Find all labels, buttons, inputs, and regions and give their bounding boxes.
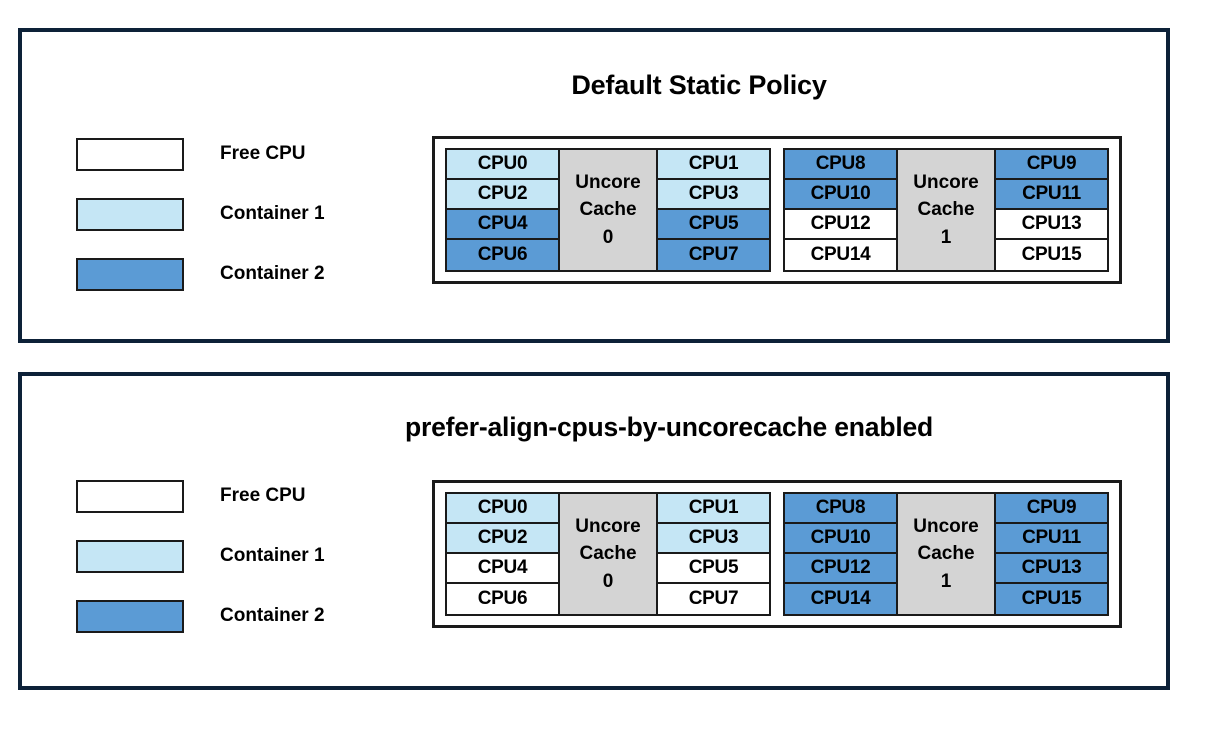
- legend-label-container-2: Container 2: [220, 263, 325, 284]
- panel-default-static-policy: Default Static Policy Free CPU Container…: [18, 28, 1170, 343]
- cpu-column-left-cache-0: CPU0 CPU2 CPU4 CPU6: [447, 494, 560, 614]
- uncore-cache-index: 0: [602, 226, 614, 248]
- cpu-cell: CPU2: [447, 524, 560, 554]
- legend-label-free-cpu: Free CPU: [220, 143, 306, 164]
- cpu-column-left-cache-1: CPU8 CPU10 CPU12 CPU14: [785, 150, 898, 270]
- cpu-cell: CPU14: [785, 584, 898, 614]
- page-title: prefer-align-cpus-by-uncorecache enabled: [404, 412, 934, 442]
- cpu-cell: CPU11: [994, 180, 1107, 210]
- cpu-cell: CPU12: [785, 210, 898, 240]
- uncore-cache-label-line-1: Uncore: [913, 171, 979, 193]
- legend-item-container-1: Container 1: [76, 526, 325, 586]
- uncore-cache-label-line-2: Cache: [579, 199, 637, 221]
- cpu-cell: CPU12: [785, 554, 898, 584]
- cpu-cell: CPU11: [994, 524, 1107, 554]
- cpu-cell: CPU13: [994, 210, 1107, 240]
- legend-swatch-container-1: [76, 539, 184, 573]
- uncore-cache-index: 1: [940, 570, 952, 592]
- cpu-cell: CPU7: [656, 584, 769, 614]
- legend-swatch-free-cpu: [76, 137, 184, 171]
- cpu-cell: CPU9: [994, 494, 1107, 524]
- legend: Free CPU Container 1 Container 2: [76, 466, 325, 646]
- cpu-column-right-cache-1: CPU9 CPU11 CPU13 CPU15: [994, 494, 1107, 614]
- cpu-cell: CPU4: [447, 210, 560, 240]
- cpu-cell: CPU8: [785, 494, 898, 524]
- cpu-cell: CPU6: [447, 240, 560, 270]
- uncore-cache-block-0: Uncore Cache 0: [560, 494, 656, 614]
- uncore-cache-label-line-1: Uncore: [575, 515, 641, 537]
- uncore-cache-label-line-2: Cache: [579, 543, 637, 565]
- cache-group-1: CPU8 CPU10 CPU12 CPU14 Uncore Cache 1 CP…: [783, 492, 1109, 616]
- legend-label-container-2: Container 2: [220, 605, 325, 626]
- cpu-cell: CPU1: [656, 150, 769, 180]
- cpu-topology-table: CPU0 CPU2 CPU4 CPU6 Uncore Cache 0 CPU1 …: [432, 136, 1122, 284]
- uncore-cache-label-line-2: Cache: [917, 543, 975, 565]
- page-title: Default Static Policy: [571, 70, 827, 100]
- cpu-cell: CPU15: [994, 584, 1107, 614]
- cpu-cell: CPU13: [994, 554, 1107, 584]
- cpu-cell: CPU1: [656, 494, 769, 524]
- legend-swatch-container-1: [76, 197, 184, 231]
- cpu-cell: CPU3: [656, 524, 769, 554]
- cpu-cell: CPU8: [785, 150, 898, 180]
- legend: Free CPU Container 1 Container 2: [76, 124, 325, 304]
- uncore-cache-block-1: Uncore Cache 1: [898, 150, 994, 270]
- legend-swatch-free-cpu: [76, 479, 184, 513]
- cpu-cell: CPU9: [994, 150, 1107, 180]
- panel-prefer-align-cpus-by-uncorecache: prefer-align-cpus-by-uncorecache enabled…: [18, 372, 1170, 690]
- legend-label-container-1: Container 1: [220, 203, 325, 224]
- cpu-cell: CPU2: [447, 180, 560, 210]
- cpu-column-left-cache-1: CPU8 CPU10 CPU12 CPU14: [785, 494, 898, 614]
- cpu-topology-table: CPU0 CPU2 CPU4 CPU6 Uncore Cache 0 CPU1 …: [432, 480, 1122, 628]
- uncore-cache-block-1: Uncore Cache 1: [898, 494, 994, 614]
- legend-item-free-cpu: Free CPU: [76, 124, 325, 184]
- cpu-cell: CPU14: [785, 240, 898, 270]
- uncore-cache-label-line-1: Uncore: [913, 515, 979, 537]
- legend-item-container-2: Container 2: [76, 244, 325, 304]
- cpu-column-right-cache-1: CPU9 CPU11 CPU13 CPU15: [994, 150, 1107, 270]
- cpu-cell: CPU4: [447, 554, 560, 584]
- legend-swatch-container-2: [76, 599, 184, 633]
- cpu-cell: CPU10: [785, 524, 898, 554]
- cpu-column-left-cache-0: CPU0 CPU2 CPU4 CPU6: [447, 150, 560, 270]
- uncore-cache-index: 1: [940, 226, 952, 248]
- cpu-cell: CPU7: [656, 240, 769, 270]
- cpu-cell: CPU15: [994, 240, 1107, 270]
- cpu-column-right-cache-0: CPU1 CPU3 CPU5 CPU7: [656, 150, 769, 270]
- cpu-cell: CPU10: [785, 180, 898, 210]
- legend-item-container-1: Container 1: [76, 184, 325, 244]
- legend-item-container-2: Container 2: [76, 586, 325, 646]
- cpu-cell: CPU6: [447, 584, 560, 614]
- legend-label-free-cpu: Free CPU: [220, 485, 306, 506]
- cache-group-1: CPU8 CPU10 CPU12 CPU14 Uncore Cache 1 CP…: [783, 148, 1109, 272]
- uncore-cache-index: 0: [602, 570, 614, 592]
- cpu-cell: CPU0: [447, 150, 560, 180]
- cache-group-0: CPU0 CPU2 CPU4 CPU6 Uncore Cache 0 CPU1 …: [445, 148, 771, 272]
- cpu-cell: CPU5: [656, 210, 769, 240]
- uncore-cache-block-0: Uncore Cache 0: [560, 150, 656, 270]
- cache-group-0: CPU0 CPU2 CPU4 CPU6 Uncore Cache 0 CPU1 …: [445, 492, 771, 616]
- cpu-cell: CPU5: [656, 554, 769, 584]
- legend-label-container-1: Container 1: [220, 545, 325, 566]
- uncore-cache-label-line-1: Uncore: [575, 171, 641, 193]
- legend-swatch-container-2: [76, 257, 184, 291]
- cpu-cell: CPU3: [656, 180, 769, 210]
- cpu-column-right-cache-0: CPU1 CPU3 CPU5 CPU7: [656, 494, 769, 614]
- legend-item-free-cpu: Free CPU: [76, 466, 325, 526]
- uncore-cache-label-line-2: Cache: [917, 199, 975, 221]
- cpu-cell: CPU0: [447, 494, 560, 524]
